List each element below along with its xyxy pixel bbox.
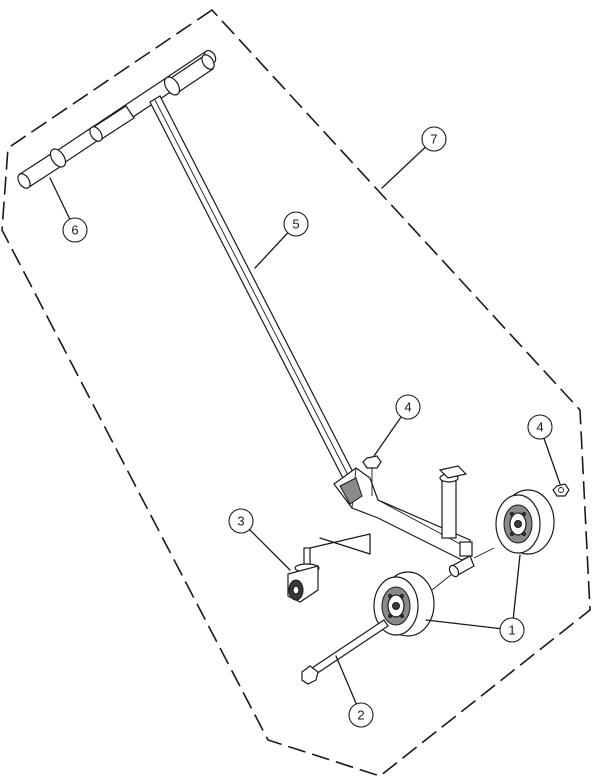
svg-text:4: 4 <box>536 420 543 435</box>
guide-line-wheel-axle <box>431 573 453 591</box>
svg-text:3: 3 <box>237 514 244 529</box>
svg-text:5: 5 <box>292 217 299 232</box>
assembly-boundary <box>1 8 591 777</box>
handle-shaft <box>149 95 357 485</box>
crossbar-sleeve <box>89 105 135 142</box>
callout-6: 6 <box>62 217 88 243</box>
caster <box>287 547 320 603</box>
callout-4b: 4 <box>527 414 553 440</box>
nut-right <box>552 483 570 497</box>
callout-1: 1 <box>499 617 525 643</box>
guide-line-wheel-right <box>473 547 495 559</box>
wheel-right <box>495 489 555 555</box>
svg-text:7: 7 <box>430 132 437 147</box>
callout-3: 3 <box>228 508 254 534</box>
svg-text:4: 4 <box>404 400 411 415</box>
callout-2: 2 <box>348 702 374 728</box>
caster-mount-line <box>309 533 371 555</box>
callout-4a: 4 <box>395 394 421 420</box>
frame-post <box>438 465 468 539</box>
nut-upper <box>362 455 382 496</box>
grip-left <box>17 148 67 189</box>
axle-bolt <box>301 619 389 685</box>
axle-stub <box>448 555 475 578</box>
callout-7: 7 <box>421 126 447 152</box>
callout-5: 5 <box>283 211 309 237</box>
svg-text:6: 6 <box>71 223 78 238</box>
grip-right <box>163 54 215 96</box>
svg-text:1: 1 <box>508 623 515 638</box>
svg-text:2: 2 <box>357 708 364 723</box>
